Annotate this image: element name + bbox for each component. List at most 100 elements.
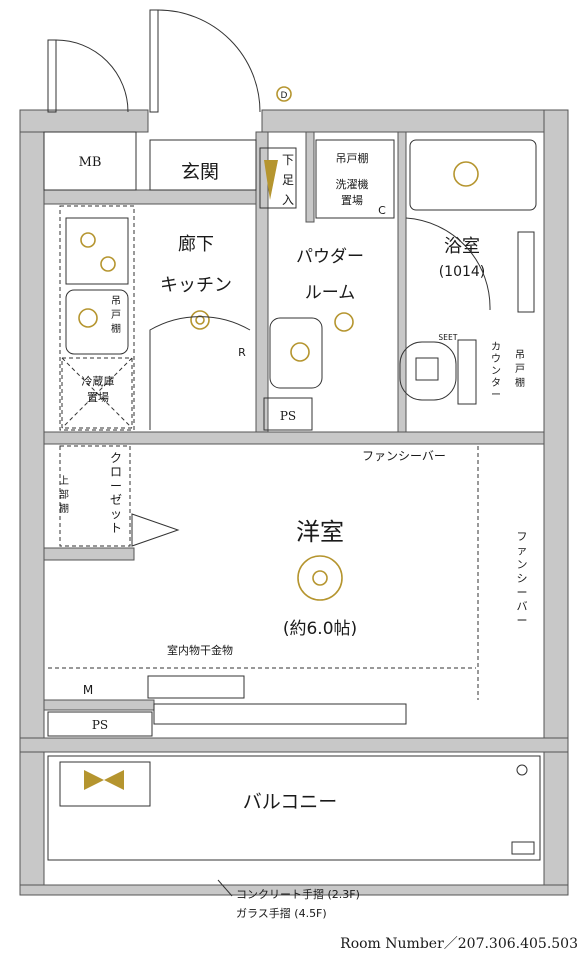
seet-label: SEET bbox=[438, 333, 457, 342]
kitchen-sink bbox=[65, 289, 129, 355]
railing-concrete-note: コンクリート手摺 (2.3F) bbox=[236, 887, 360, 901]
kitchen-cabinet-1: 吊 bbox=[111, 295, 121, 307]
d-symbol: D bbox=[281, 91, 288, 101]
bath-shelf bbox=[517, 231, 535, 313]
c-symbol: C bbox=[378, 204, 386, 217]
stove-burner-icon bbox=[80, 232, 96, 248]
powder-room-label-1: パウダー bbox=[296, 247, 364, 267]
ceiling-light-icon bbox=[312, 570, 328, 586]
toilet-tank bbox=[457, 339, 477, 405]
closet-label-6: ト bbox=[110, 521, 122, 535]
ps-lower bbox=[47, 711, 153, 737]
toilet-cabinet-3: 棚 bbox=[515, 376, 525, 389]
drying-rod bbox=[147, 675, 245, 699]
ceiling-light-icon bbox=[190, 310, 210, 330]
washbasin bbox=[269, 317, 323, 389]
toilet-cabinet-2: 戸 bbox=[515, 363, 525, 375]
fancy-bar-side-7: ー bbox=[517, 614, 528, 627]
drain-icon bbox=[516, 764, 528, 776]
ps-upper bbox=[263, 397, 313, 431]
closet-label-3: ー bbox=[110, 479, 122, 493]
mb-label: MB bbox=[79, 155, 102, 170]
closet-label-5: ッ bbox=[110, 507, 122, 521]
ceiling-light-icon bbox=[195, 315, 205, 325]
fridge-label-2: 置場 bbox=[87, 391, 109, 404]
fancy-bar-side-6: バ bbox=[517, 600, 528, 613]
getabako bbox=[259, 147, 297, 209]
faucet-icon bbox=[290, 342, 310, 362]
fancy-bar-side-2: ァ bbox=[517, 544, 528, 557]
ceiling-light-icon bbox=[334, 312, 354, 332]
stove bbox=[65, 217, 129, 285]
bath-fan-icon bbox=[453, 161, 479, 187]
note-leader bbox=[217, 879, 233, 897]
youshitsu-size-label: (約6.0帖) bbox=[283, 619, 357, 639]
fancy-bar-side-5: ー bbox=[517, 586, 528, 599]
top-shelf-2: 部 bbox=[59, 488, 69, 501]
ps-lower-label: PS bbox=[92, 718, 108, 732]
toilet-fan-icon bbox=[415, 357, 439, 381]
genkan-label: 玄関 bbox=[181, 161, 219, 183]
top-shelf-3: 棚 bbox=[59, 502, 69, 515]
doorbell-icon bbox=[276, 86, 292, 102]
r-symbol: R bbox=[238, 346, 246, 359]
counter-label-4: タ bbox=[491, 377, 501, 389]
fridge-space bbox=[61, 357, 133, 429]
closet-door bbox=[131, 513, 180, 547]
counter-label-5: ー bbox=[491, 390, 501, 401]
exterior-walls bbox=[19, 109, 569, 896]
valve-icon bbox=[104, 770, 124, 790]
window-sash bbox=[153, 703, 407, 725]
ps-upper-label: PS bbox=[280, 409, 296, 423]
top-shelf-1: 上 bbox=[59, 475, 69, 487]
fancy-bar-top-label: ファンシーバー bbox=[362, 449, 446, 463]
indoor-drying-label: 室内物干金物 bbox=[167, 643, 233, 657]
upper-cabinet-label: 吊戸棚 bbox=[336, 151, 369, 165]
kitchen-cabinet-3: 棚 bbox=[111, 322, 121, 335]
bathtub bbox=[409, 139, 537, 211]
powder-room-label-2: ルーム bbox=[305, 283, 356, 303]
balcony-label: バルコニー bbox=[243, 791, 338, 813]
mb-closet bbox=[43, 131, 137, 191]
kitchen-door-swing bbox=[149, 316, 251, 430]
toilet bbox=[399, 341, 457, 401]
fancy-bar-side-1: フ bbox=[517, 530, 528, 543]
outdoor-unit bbox=[59, 761, 151, 807]
ceiling-light-icon bbox=[297, 555, 343, 601]
interior-walls bbox=[43, 131, 545, 711]
bath-door-swing bbox=[405, 217, 491, 311]
getabako-label-1: 下 bbox=[282, 153, 294, 167]
m-symbol: M bbox=[83, 683, 93, 697]
counter-label-3: ン bbox=[491, 366, 501, 377]
kitchen-cabinet-2: 戸 bbox=[111, 309, 121, 321]
washer-label-1: 洗濯機 bbox=[336, 177, 369, 191]
toilet-cabinet-1: 吊 bbox=[515, 349, 525, 361]
fancy-bar-side-4: シ bbox=[517, 572, 528, 585]
youshitsu-label: 洋室 bbox=[296, 518, 344, 546]
fridge-label-1: 冷蔵庫 bbox=[82, 374, 115, 388]
valve-icon bbox=[84, 770, 104, 790]
getabako-label-3: 入 bbox=[282, 193, 294, 207]
closet-label-1: ク bbox=[110, 451, 122, 465]
railing-glass-note: ガラス手摺 (4.5F) bbox=[236, 906, 327, 920]
stove-burner-icon bbox=[100, 256, 116, 272]
bath-size-label: (1014) bbox=[439, 264, 486, 280]
closet-label-4: ゼ bbox=[110, 493, 122, 507]
corridor-label: 廊下 bbox=[178, 234, 214, 255]
balcony-area bbox=[47, 755, 541, 861]
washer-area bbox=[315, 139, 395, 219]
getabako-light bbox=[264, 160, 278, 200]
room-number: Room Number／207.306.405.503 bbox=[340, 936, 578, 952]
counter-label-1: カ bbox=[491, 341, 501, 353]
genkan-area bbox=[149, 139, 257, 191]
getabako-label-2: 足 bbox=[282, 173, 294, 187]
closet-area bbox=[59, 445, 131, 547]
washer-label-2: 置場 bbox=[341, 194, 363, 207]
bath-label: 浴室 bbox=[444, 236, 480, 257]
kitchen-label: キッチン bbox=[160, 275, 232, 296]
kitchen-counter bbox=[59, 205, 135, 431]
counter-label-2: ウ bbox=[491, 353, 501, 365]
fancy-bar-side-3: ン bbox=[517, 558, 528, 571]
closet-label-2: ロ bbox=[110, 465, 122, 479]
